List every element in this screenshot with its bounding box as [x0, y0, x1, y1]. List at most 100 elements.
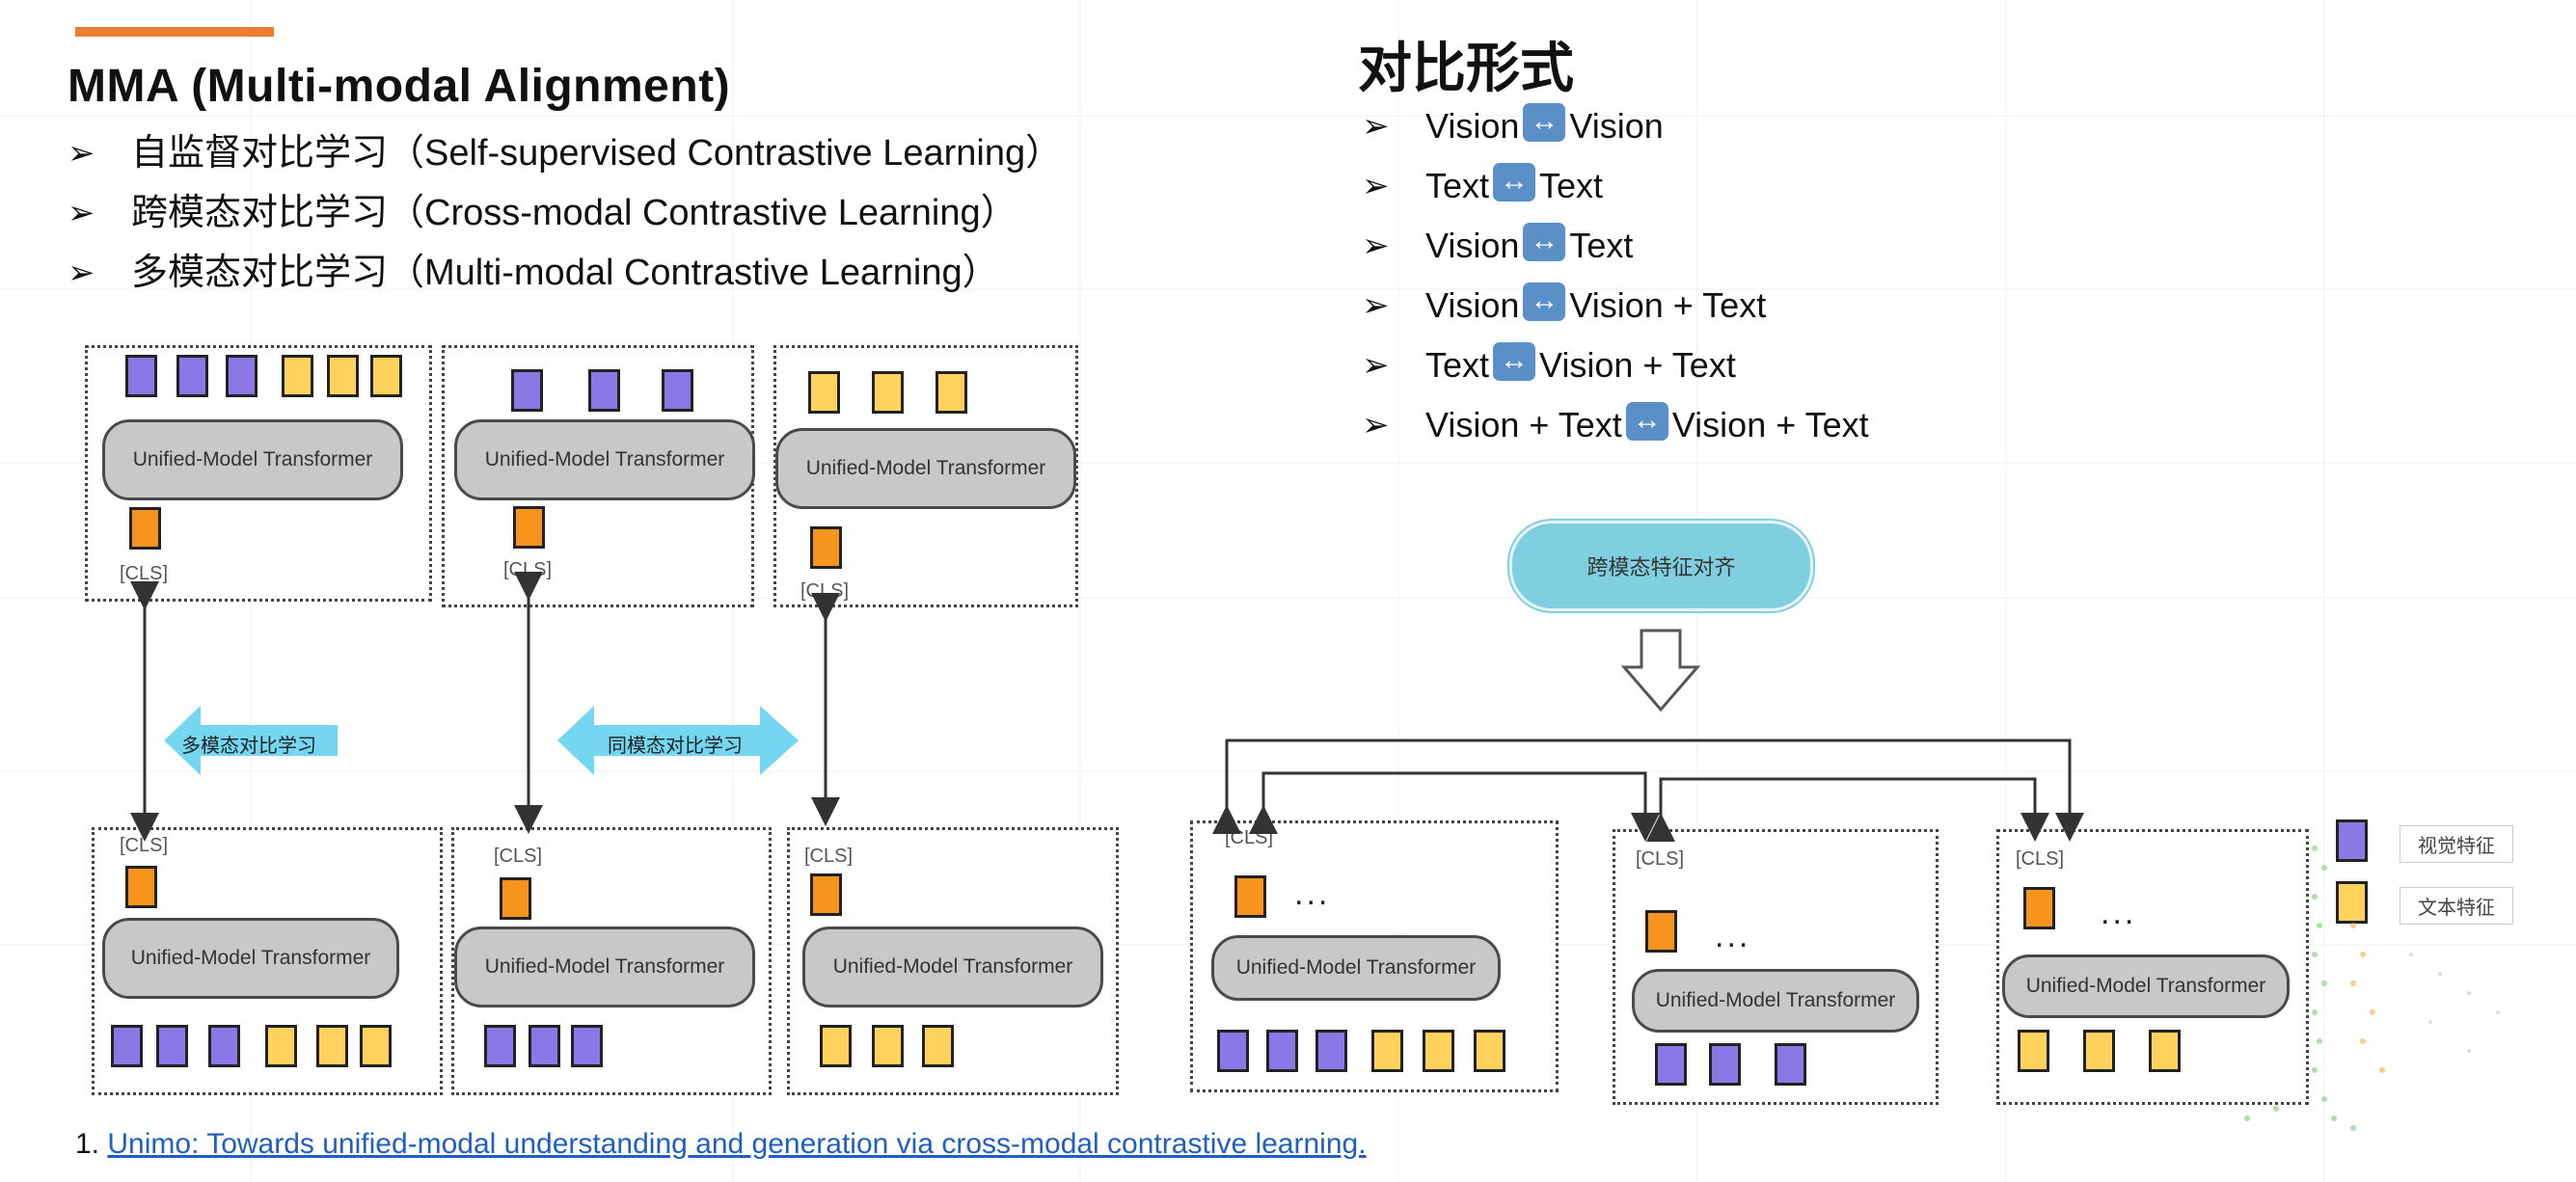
list-item: ➢Vision↔Text: [1362, 216, 1869, 276]
left-right-arrow-icon: ↔: [1625, 402, 1668, 442]
vision-token: [176, 355, 208, 397]
text-token: [808, 371, 840, 414]
same-modal-contrast-label: 同模态对比学习: [608, 736, 743, 757]
text-token: [2149, 1030, 2181, 1072]
text-token: [265, 1025, 297, 1067]
text-token: [282, 355, 313, 397]
cls-label: [CLS]: [503, 559, 553, 580]
vision-token: [588, 369, 620, 412]
cls-label: [CLS]: [120, 563, 169, 584]
cls-token: [1234, 875, 1266, 918]
text-token: [327, 355, 359, 397]
legend-vision-label: 视觉特征: [2400, 825, 2513, 863]
text-token: [316, 1025, 348, 1067]
arrow-bullet-icon: ➢: [1362, 407, 1390, 443]
vision-token: [1775, 1043, 1806, 1086]
arrow-bullet-icon: ➢: [1362, 108, 1390, 145]
vision-token: [208, 1025, 240, 1067]
vision-token: [571, 1025, 603, 1067]
transformer-block: Unified-Model Transformer: [454, 927, 755, 1007]
transformer-block: Unified-Model Transformer: [1211, 935, 1501, 1001]
vision-token: [529, 1025, 560, 1067]
vision-token: [125, 355, 157, 397]
list-item: ➢跨模态对比学习（Cross-modal Contrastive Learnin…: [68, 183, 1062, 243]
cls-token: [125, 866, 157, 908]
list-item: ➢Vision + Text↔Vision + Text: [1362, 395, 1869, 455]
arrow-bullet-icon: ➢: [1362, 287, 1390, 324]
transformer-block: Unified-Model Transformer: [1632, 969, 1919, 1033]
text-token: [935, 371, 967, 414]
left-right-arrow-icon: ↔: [1523, 282, 1566, 322]
text-token: [872, 1025, 904, 1067]
reference-footnote: 1. Unimo: Towards unified-modal understa…: [75, 1128, 1367, 1161]
left-right-arrow-icon: ↔: [1523, 103, 1566, 143]
list-item: ➢多模态对比学习（Multi-modal Contrastive Learnin…: [68, 243, 1062, 303]
text-token: [1474, 1030, 1505, 1072]
vision-token: [1655, 1043, 1687, 1086]
cls-token: [810, 526, 842, 569]
arrow-bullet-icon: ➢: [68, 135, 95, 172]
cls-token: [129, 507, 161, 550]
text-token: [922, 1025, 954, 1067]
text-token: [360, 1025, 392, 1067]
cls-token: [2023, 887, 2055, 929]
reference-link[interactable]: Unimo: Towards unified-modal understandi…: [107, 1128, 1367, 1160]
legend-text-label: 文本特征: [2400, 887, 2513, 925]
left-right-arrow-icon: ↔: [1493, 163, 1536, 202]
transformer-block: Unified-Model Transformer: [2002, 954, 2290, 1018]
ellipsis: ...: [1294, 875, 1331, 912]
list-item: ➢自监督对比学习（Self-supervised Contrastive Lea…: [68, 123, 1062, 183]
arrow-bullet-icon: ➢: [1362, 228, 1390, 264]
arrow-bullet-icon: ➢: [68, 255, 95, 291]
ellipsis: ...: [2101, 895, 2137, 931]
cross-modal-alignment-box: 跨模态特征对齐: [1509, 521, 1813, 611]
cls-label: [CLS]: [1225, 827, 1274, 848]
vision-token: [1315, 1030, 1347, 1072]
transformer-block: Unified-Model Transformer: [454, 419, 755, 500]
cls-label: [CLS]: [800, 580, 850, 602]
transformer-block: Unified-Model Transformer: [102, 419, 403, 500]
text-token: [2083, 1030, 2115, 1072]
contrastive-types-list: ➢自监督对比学习（Self-supervised Contrastive Lea…: [68, 123, 1062, 303]
cls-label: [CLS]: [120, 835, 169, 856]
transformer-block: Unified-Model Transformer: [802, 927, 1103, 1007]
cls-token: [500, 877, 531, 920]
text-token: [1371, 1030, 1403, 1072]
text-token: [1423, 1030, 1454, 1072]
contrast-forms-list: ➢Vision↔Vision ➢Text↔Text ➢Vision↔Text ➢…: [1362, 96, 1869, 455]
cls-token: [513, 506, 545, 549]
vision-token: [156, 1025, 188, 1067]
cls-label: [CLS]: [804, 846, 854, 867]
page-title: MMA (Multi-modal Alignment): [68, 61, 731, 112]
multimodal-contrast-label: 多模态对比学习: [181, 736, 316, 757]
vision-token: [484, 1025, 516, 1067]
text-token: [370, 355, 402, 397]
arrow-bullet-icon: ➢: [68, 195, 95, 231]
vision-token: [111, 1025, 143, 1067]
title-accent-bar: [75, 27, 274, 37]
cls-token: [810, 873, 842, 916]
vision-token: [1266, 1030, 1298, 1072]
left-right-arrow-icon: ↔: [1523, 223, 1566, 262]
vision-token: [511, 369, 543, 412]
transformer-block: Unified-Model Transformer: [775, 428, 1076, 509]
transformer-block: Unified-Model Transformer: [102, 918, 399, 999]
cls-label: [CLS]: [494, 846, 543, 867]
text-token: [872, 371, 904, 414]
left-right-arrow-icon: ↔: [1493, 342, 1536, 382]
cls-token: [1645, 910, 1677, 953]
list-item: ➢Text↔Text: [1362, 156, 1869, 216]
vision-token: [226, 355, 258, 397]
arrow-bullet-icon: ➢: [1362, 168, 1390, 204]
vision-token: [1709, 1043, 1741, 1086]
arrow-bullet-icon: ➢: [1362, 347, 1390, 384]
cls-label: [CLS]: [2016, 848, 2065, 870]
cls-label: [CLS]: [1636, 848, 1685, 870]
footnote-number: 1.: [75, 1128, 100, 1160]
ellipsis: ...: [1715, 918, 1751, 954]
list-item: ➢Vision↔Vision + Text: [1362, 276, 1869, 336]
vision-token: [1217, 1030, 1249, 1072]
list-item: ➢Text↔Vision + Text: [1362, 336, 1869, 395]
legend-vision-swatch: [2336, 819, 2368, 862]
text-token: [820, 1025, 852, 1067]
